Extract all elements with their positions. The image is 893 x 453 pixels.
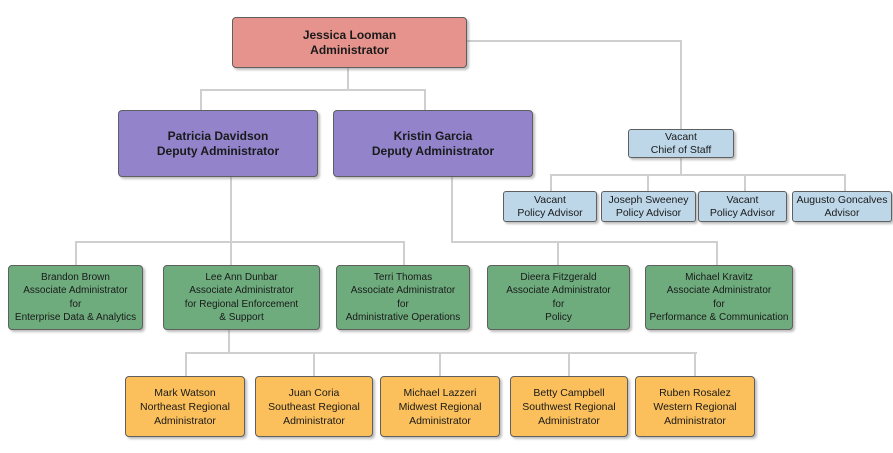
connector-deputy1-rail xyxy=(75,241,405,243)
connector-regional-down xyxy=(228,330,230,354)
connector-deputy1-down xyxy=(230,177,232,265)
connector-advisors-rail xyxy=(550,174,846,176)
connector-regional5-drop xyxy=(694,352,696,376)
connector-assoc1-drop xyxy=(75,241,77,265)
org-node-policy-advisor-2: Joseph Sweeney Policy Advisor xyxy=(601,191,696,222)
connector-regional1-drop xyxy=(185,352,187,376)
person-title: Deputy Administrator xyxy=(371,143,495,158)
person-title: Chief of Staff xyxy=(650,143,712,156)
connector-deputy1-drop xyxy=(200,89,202,110)
connector-regional2-drop xyxy=(313,352,315,376)
person-name: Vacant xyxy=(534,193,566,206)
org-node-regional-midwest: Michael Lazzeri Midwest Regional Adminis… xyxy=(380,376,500,437)
person-name: Jessica Looman xyxy=(302,27,397,42)
connector-assoc3-drop xyxy=(403,241,405,265)
connector-advisor4-drop xyxy=(844,174,846,192)
person-name: Michael Kravitz xyxy=(685,271,753,283)
person-title: Associate Administrator for Regional Enf… xyxy=(184,285,299,323)
org-node-deputy-administrator-1: Patricia Davidson Deputy Administrator xyxy=(118,110,318,177)
connector-deputy2-down xyxy=(451,177,453,242)
org-node-administrator: Jessica Looman Administrator xyxy=(232,17,467,68)
person-name: Mark Watson xyxy=(154,386,216,399)
person-title: Advisor xyxy=(824,206,860,219)
org-node-associate-enterprise-data: Brandon Brown Associate Administrator fo… xyxy=(8,265,143,330)
person-name: Terri Thomas xyxy=(373,271,433,283)
org-node-associate-policy: Dieera Fitzgerald Associate Administrato… xyxy=(487,265,630,330)
org-node-associate-administrative-operations: Terri Thomas Associate Administrator for… xyxy=(336,265,470,330)
connector-deputy2-drop xyxy=(424,89,426,110)
person-title: Administrator xyxy=(310,42,389,57)
org-node-associate-performance-communication: Michael Kravitz Associate Administrator … xyxy=(645,265,793,330)
org-node-regional-western: Ruben Rosalez Western Regional Administr… xyxy=(635,376,755,437)
connector-deputy2-rail xyxy=(451,241,718,243)
connector-admin-to-staff xyxy=(467,40,681,42)
connector-deputies-rail xyxy=(200,89,426,91)
org-node-regional-southeast: Juan Coria Southeast Regional Administra… xyxy=(255,376,373,437)
person-title: Policy Advisor xyxy=(709,206,776,219)
person-title: Midwest Regional Administrator xyxy=(398,400,482,427)
person-title: Northeast Regional Administrator xyxy=(140,400,230,427)
org-node-deputy-administrator-2: Kristin Garcia Deputy Administrator xyxy=(333,110,533,177)
connector-advisor3-drop xyxy=(744,174,746,192)
person-title: Policy Advisor xyxy=(517,206,583,219)
connector-staff-down xyxy=(680,158,682,175)
person-name: Joseph Sweeney xyxy=(608,193,689,206)
connector-assoc4-drop xyxy=(557,241,559,265)
person-name: Vacant xyxy=(665,130,697,143)
person-name: Juan Coria xyxy=(288,386,340,399)
person-name: Michael Lazzeri xyxy=(403,386,477,399)
org-node-regional-northeast: Mark Watson Northeast Regional Administr… xyxy=(125,376,245,437)
person-title: Western Regional Administrator xyxy=(653,400,737,427)
person-title: Associate Administrator for Enterprise D… xyxy=(14,285,137,323)
org-node-chief-of-staff: Vacant Chief of Staff xyxy=(628,129,734,158)
connector-staff-drop xyxy=(680,40,682,129)
person-name: Augusto Goncalves xyxy=(796,193,888,206)
person-name: Ruben Rosalez xyxy=(659,386,731,399)
person-title: Associate Administrator for Performance … xyxy=(649,285,789,323)
person-title: Policy Advisor xyxy=(615,206,682,219)
person-title: Associate Administrator for Administrati… xyxy=(345,285,461,323)
connector-advisor2-drop xyxy=(647,174,649,192)
person-name: Brandon Brown xyxy=(41,271,110,283)
org-node-regional-southwest: Betty Campbell Southwest Regional Admini… xyxy=(510,376,628,437)
person-name: Dieera Fitzgerald xyxy=(520,271,597,283)
person-name: Kristin Garcia xyxy=(393,128,473,143)
person-name: Patricia Davidson xyxy=(167,128,269,143)
connector-regional-rail xyxy=(185,352,697,354)
person-title: Deputy Administrator xyxy=(156,143,280,158)
connector-advisor1-drop xyxy=(550,174,552,192)
person-title: Southwest Regional Administrator xyxy=(522,400,616,427)
person-name: Betty Campbell xyxy=(533,386,605,399)
connector-admin-drop xyxy=(347,68,349,90)
connector-regional3-drop xyxy=(439,352,441,376)
connector-assoc5-drop xyxy=(716,241,718,265)
person-title: Southeast Regional Administrator xyxy=(268,400,360,427)
person-title: Associate Administrator for Policy xyxy=(506,285,611,323)
org-node-advisor-4: Augusto Goncalves Advisor xyxy=(792,191,892,222)
org-node-associate-regional-enforcement: Lee Ann Dunbar Associate Administrator f… xyxy=(163,265,320,330)
org-node-policy-advisor-3: Vacant Policy Advisor xyxy=(698,191,787,222)
person-name: Lee Ann Dunbar xyxy=(205,271,278,283)
connector-regional4-drop xyxy=(568,352,570,376)
person-name: Vacant xyxy=(726,193,759,206)
org-node-policy-advisor-1: Vacant Policy Advisor xyxy=(503,191,597,222)
